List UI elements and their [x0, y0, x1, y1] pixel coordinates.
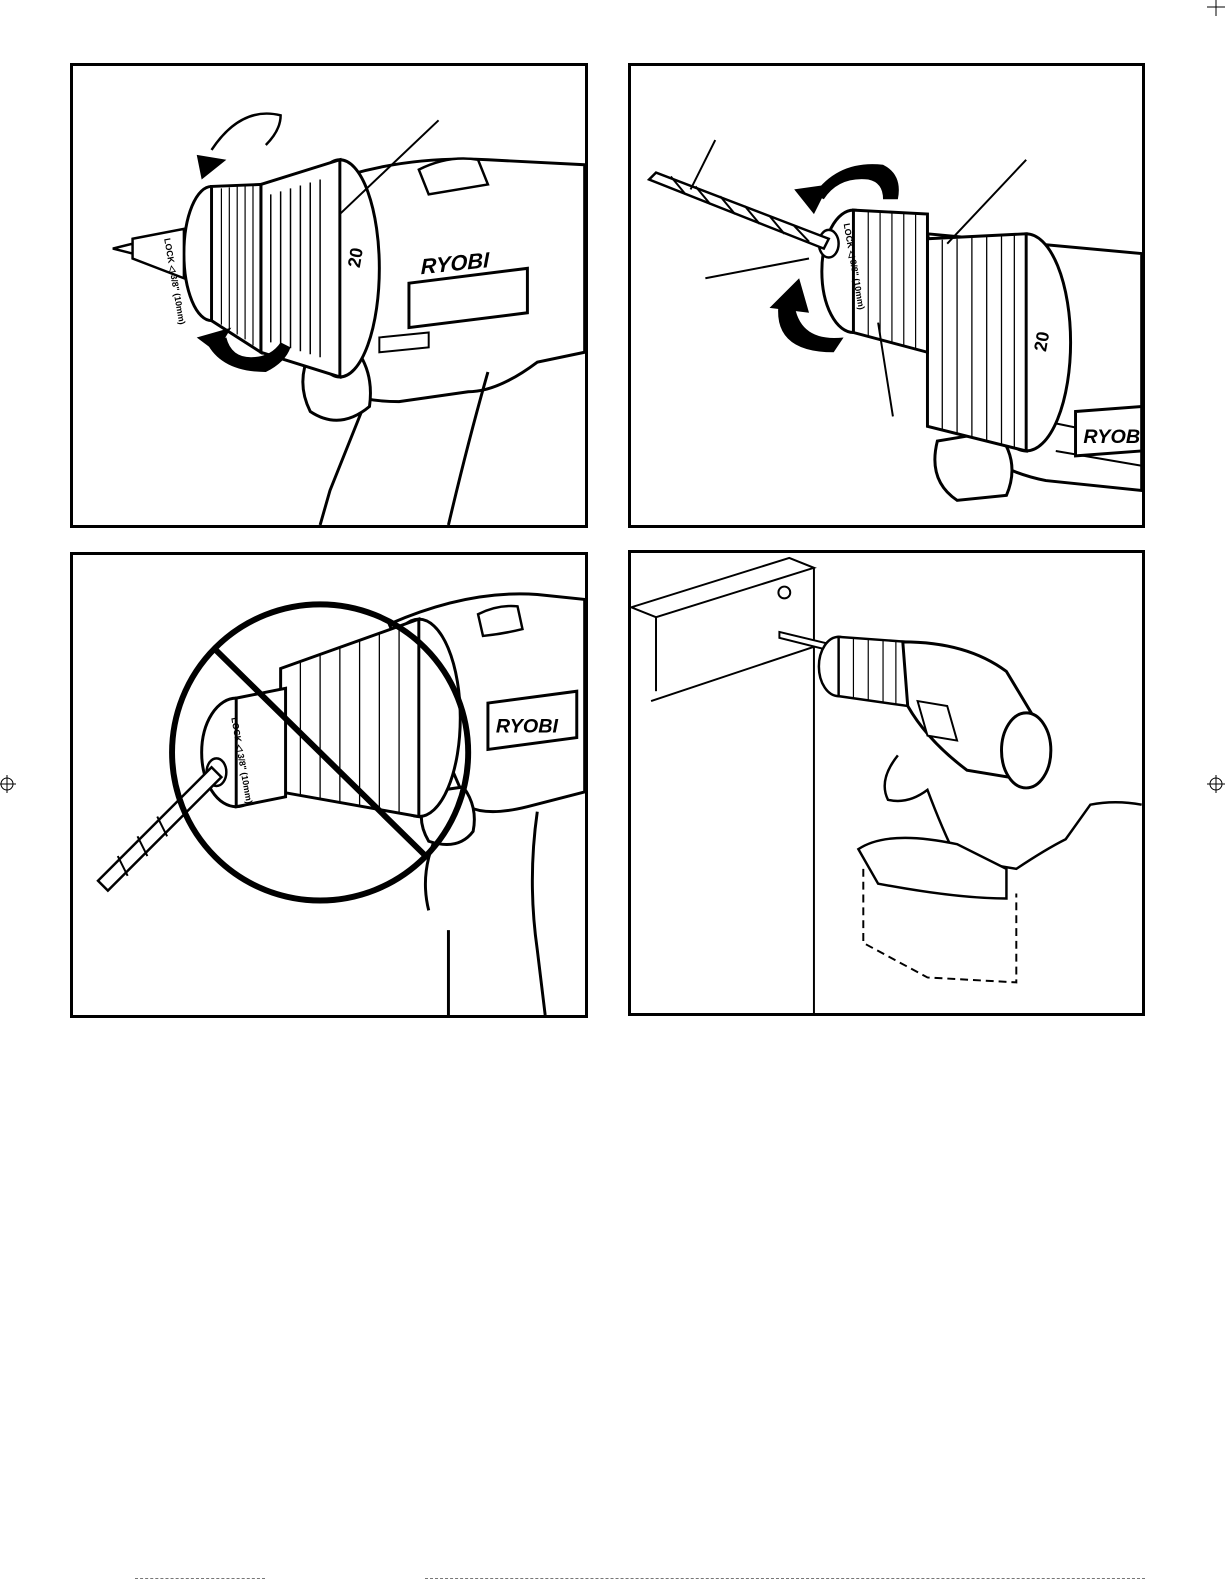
drill-illustration: RYOBI LOCK ◁ 3/8" (10mm)	[73, 555, 585, 1015]
drill-bit	[649, 173, 829, 249]
dial-number: 20	[344, 246, 367, 269]
brand-logo: RYOBI	[1076, 407, 1142, 456]
brand-logo: RYOBI	[488, 691, 577, 749]
footer-divider	[135, 1578, 265, 1579]
registration-mark-icon	[1207, 0, 1225, 16]
drill-bit	[98, 767, 221, 890]
rotation-arrow-icon	[197, 114, 281, 180]
workpiece	[631, 558, 814, 1013]
registration-mark-icon	[1207, 775, 1225, 793]
registration-mark-icon	[0, 775, 16, 793]
drill-illustration: LOCK ◁ 3/8" (10mm) 20 RYOBI	[73, 66, 585, 525]
drill-illustration	[631, 553, 1142, 1013]
figure-drilling-workpiece	[628, 550, 1145, 1016]
svg-text:RYOBI: RYOBI	[496, 716, 559, 738]
svg-text:RYOBI: RYOBI	[1083, 426, 1142, 448]
figure-inserting-bit: 20 LOCK ◁ 3/8" (10mm) RYOBI	[628, 63, 1145, 528]
rotation-arrow-icon	[794, 164, 899, 214]
dial-number: 20	[1030, 330, 1053, 353]
battery-pack	[858, 838, 1016, 983]
footer-divider	[425, 1578, 1145, 1579]
figure-chuck-speed-selection: LOCK ◁ 3/8" (10mm) 20 RYOBI	[70, 63, 588, 528]
drill-illustration: 20 LOCK ◁ 3/8" (10mm) RYOBI	[631, 66, 1142, 525]
figure-incorrect-bit-insertion: RYOBI LOCK ◁ 3/8" (10mm)	[70, 552, 588, 1018]
